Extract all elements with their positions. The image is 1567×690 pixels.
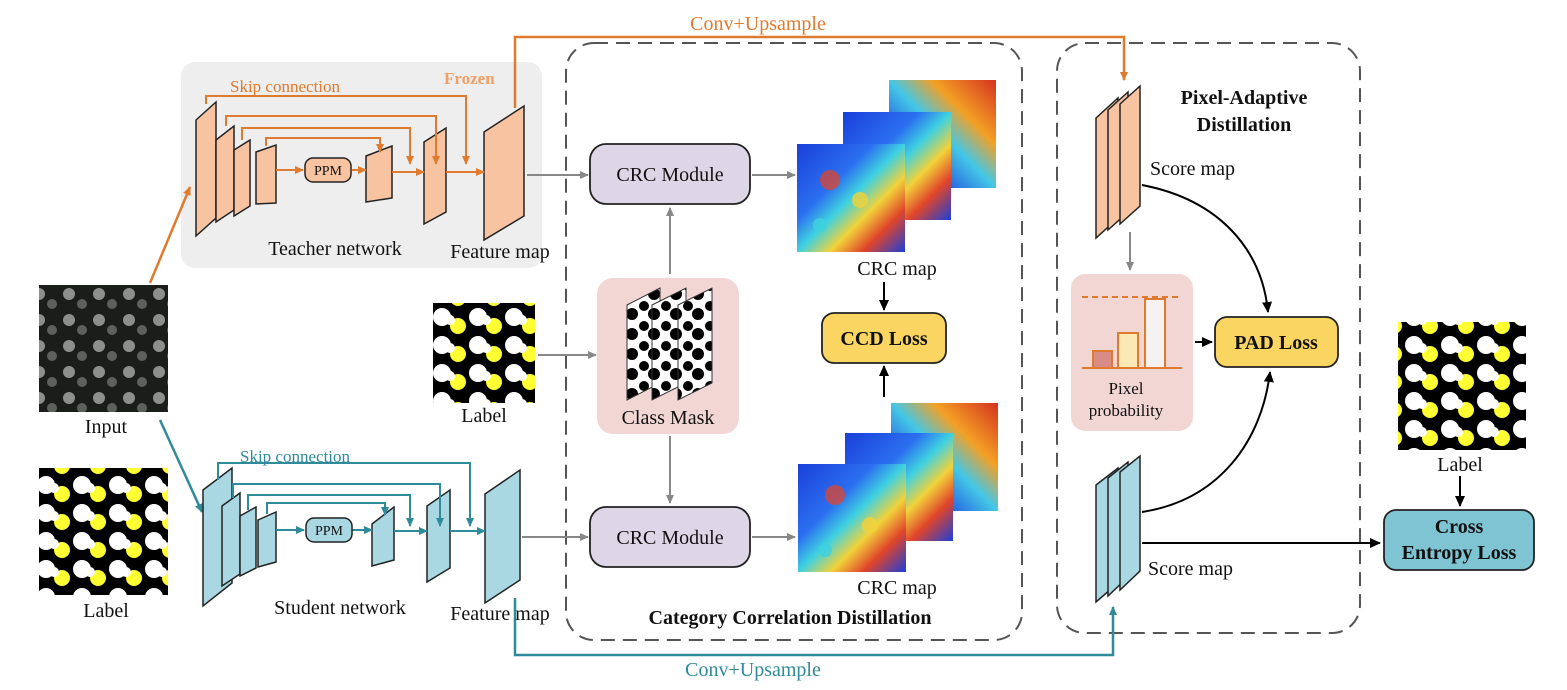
student-network	[202, 466, 521, 608]
input-image	[39, 285, 168, 412]
bottom-conv-upsample-label: Conv+Upsample	[685, 659, 821, 681]
pad-title-line1: Pixel-Adaptive	[1181, 87, 1308, 109]
crc-map-bottom-stack	[798, 403, 998, 572]
label-right-text: Label	[1437, 454, 1483, 476]
input-to-teacher-arrow	[148, 186, 192, 284]
teacher-score-map	[1095, 84, 1141, 240]
student-skip-label: Skip connection	[240, 447, 351, 466]
top-conv-upsample-label: Conv+Upsample	[690, 13, 826, 35]
class-mask-slices	[626, 287, 713, 401]
teacher-ppm-label: PPM	[314, 164, 343, 179]
student-score-to-pad-curve	[1141, 371, 1274, 513]
pad-dashed-box	[1056, 42, 1361, 634]
score-map-bottom-label: Score map	[1148, 558, 1233, 580]
crc-module-top	[589, 143, 751, 205]
top-conv-upsample-arrow	[513, 35, 1128, 108]
pixel-prob-bar-low	[1092, 350, 1113, 369]
label-left-text: Label	[83, 600, 129, 622]
student-feature-map-label: Feature map	[450, 603, 549, 625]
pad-title-line2: Distillation	[1197, 114, 1291, 136]
teacher-ppm-box	[304, 157, 352, 183]
student-ppm-box	[305, 517, 353, 543]
student-score-map	[1095, 454, 1141, 604]
teacher-score-to-pad-curve	[1141, 184, 1273, 313]
teacher-frozen-label: Frozen	[444, 69, 495, 88]
pixel-prob-label-line2: probability	[1089, 401, 1164, 420]
teacher-background	[181, 62, 542, 268]
teacher-skip-lines	[205, 95, 485, 176]
ccd-loss-label: CCD Loss	[840, 328, 927, 350]
pixel-prob-label-line1: Pixel	[1109, 379, 1144, 398]
input-to-student-arrow	[158, 419, 204, 513]
pad-loss-box	[1214, 316, 1339, 368]
class-mask-label: Class Mask	[622, 407, 715, 429]
student-network-label: Student network	[274, 597, 406, 619]
student-ppm-label: PPM	[315, 524, 344, 539]
crc-module-bottom-label: CRC Module	[616, 527, 723, 549]
teacher-network	[195, 100, 525, 242]
crc-map-top-stack	[797, 80, 996, 252]
score-map-top-label: Score map	[1150, 158, 1235, 180]
student-skip-lines	[217, 462, 486, 535]
teacher-skip-label: Skip connection	[230, 77, 341, 96]
pixel-prob-bar-mid	[1117, 332, 1139, 369]
label-image-right	[1398, 322, 1526, 450]
ccd-title: Category Correlation Distillation	[649, 607, 932, 629]
teacher-feature-map-label: Feature map	[450, 241, 549, 263]
ccd-loss-box	[821, 312, 947, 364]
ce-loss-label-line2: Entropy Loss	[1402, 542, 1517, 564]
cross-entropy-loss-box	[1383, 509, 1535, 571]
label-image-left	[39, 468, 168, 595]
label-image-mid	[433, 303, 535, 403]
label-mid-text: Label	[461, 405, 507, 427]
bottom-conv-upsample-arrow	[513, 598, 1117, 657]
ce-loss-label-line1: Cross	[1435, 516, 1484, 538]
pad-loss-label: PAD Loss	[1234, 332, 1318, 354]
crc-module-bottom	[589, 506, 751, 568]
crc-module-top-label: CRC Module	[616, 164, 723, 186]
ccd-dashed-box	[565, 42, 1023, 641]
crc-map-bottom-label: CRC map	[857, 577, 936, 599]
input-label: Input	[85, 416, 128, 438]
crc-map-top-label: CRC map	[857, 258, 936, 280]
pixel-prob-bar-high	[1144, 298, 1166, 369]
teacher-network-label: Teacher network	[268, 238, 402, 260]
